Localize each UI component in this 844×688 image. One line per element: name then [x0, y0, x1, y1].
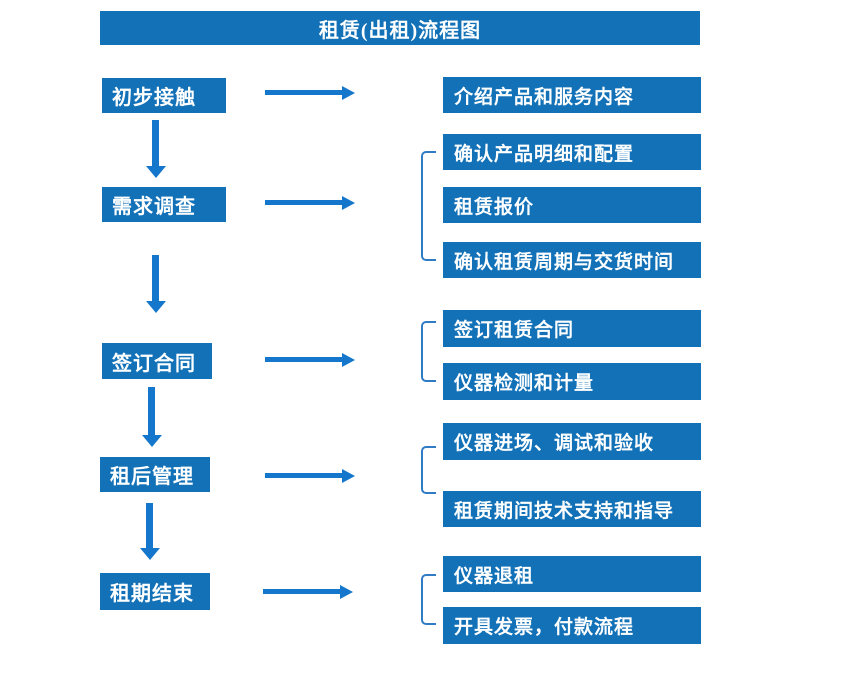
- arrow-shaft: [263, 589, 340, 594]
- arrow-head: [342, 196, 355, 210]
- arrow-head: [342, 86, 355, 100]
- output-box: 确认租赁周期与交货时间: [443, 242, 701, 278]
- right-arrow: [265, 353, 355, 367]
- step-box-demand-survey: 需求调查: [102, 187, 226, 222]
- down-arrow: [146, 255, 166, 313]
- down-arrow: [146, 120, 166, 178]
- output-box: 介绍产品和服务内容: [443, 77, 701, 113]
- step-label: 初步接触: [112, 87, 196, 109]
- output-box: 仪器进场、调试和验收: [443, 423, 701, 460]
- output-box: 仪器退租: [443, 556, 701, 592]
- output-label: 租赁期间技术支持和指导: [454, 500, 675, 522]
- step-box-rental-end: 租期结束: [100, 573, 210, 610]
- output-box: 签订租赁合同: [443, 310, 701, 347]
- arrow-shaft: [148, 387, 155, 435]
- group-bracket: [421, 321, 436, 382]
- arrow-head: [340, 585, 353, 599]
- output-box: 开具发票，付款流程: [443, 607, 701, 644]
- arrow-shaft: [265, 473, 342, 478]
- output-label: 开具发票，付款流程: [454, 617, 635, 638]
- step-box-initial-contact: 初步接触: [102, 78, 226, 113]
- arrow-shaft: [265, 90, 342, 95]
- group-bracket: [421, 446, 436, 494]
- output-label: 确认产品明细和配置: [454, 143, 635, 165]
- right-arrow: [265, 86, 355, 100]
- right-arrow: [263, 585, 353, 599]
- arrow-head: [140, 548, 160, 560]
- output-label: 签订租赁合同: [454, 320, 575, 341]
- arrow-shaft: [146, 503, 153, 548]
- down-arrow: [142, 387, 162, 447]
- arrow-shaft: [265, 357, 342, 362]
- arrow-head: [142, 435, 162, 447]
- right-arrow: [265, 196, 355, 210]
- output-box: 租赁期间技术支持和指导: [443, 491, 701, 527]
- right-arrow: [265, 469, 355, 483]
- output-box: 仪器检测和计量: [443, 363, 701, 400]
- output-box: 确认产品明细和配置: [443, 134, 701, 170]
- arrow-shaft: [152, 255, 159, 301]
- output-label: 租赁报价: [454, 196, 535, 218]
- step-box-post-rental-management: 租后管理: [100, 457, 210, 492]
- arrow-head: [146, 301, 166, 313]
- step-label: 租期结束: [110, 583, 194, 605]
- arrow-shaft: [265, 200, 342, 205]
- output-label: 仪器退租: [454, 565, 535, 587]
- output-label: 介绍产品和服务内容: [454, 86, 635, 108]
- arrow-head: [342, 469, 355, 483]
- output-label: 仪器检测和计量: [454, 373, 595, 394]
- step-label: 租后管理: [110, 466, 194, 488]
- arrow-head: [342, 353, 355, 367]
- arrow-head: [146, 166, 166, 178]
- page-title: 租赁(出租)流程图: [318, 19, 482, 42]
- output-label: 确认租赁周期与交货时间: [454, 251, 675, 273]
- group-bracket: [421, 151, 436, 261]
- step-label: 签订合同: [112, 352, 196, 375]
- step-box-sign-contract: 签订合同: [102, 343, 212, 379]
- output-label: 仪器进场、调试和验收: [454, 433, 655, 454]
- down-arrow: [140, 503, 160, 560]
- arrow-shaft: [152, 120, 159, 166]
- output-box: 租赁报价: [443, 187, 701, 223]
- step-label: 需求调查: [112, 196, 196, 218]
- flowchart-title-bar: 租赁(出租)流程图: [100, 11, 700, 45]
- group-bracket: [421, 574, 436, 625]
